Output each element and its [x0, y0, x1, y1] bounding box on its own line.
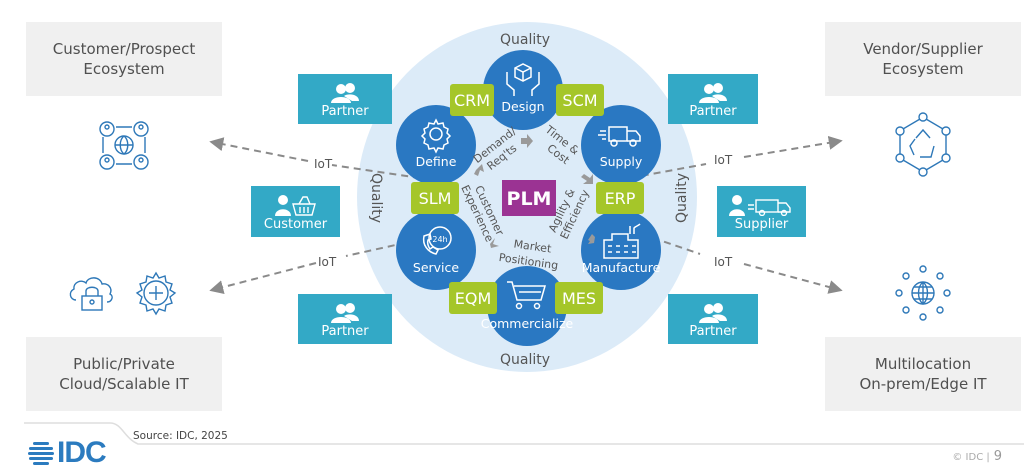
iot-label-top-right: IoT [714, 153, 733, 167]
node-service-label: Service [413, 260, 460, 275]
shopping-cart-icon [507, 281, 546, 310]
cycle-arrow-2 [581, 174, 593, 184]
partner-box-bottom-right: Partner [668, 294, 758, 344]
system-mes: MES [555, 282, 603, 314]
plm-center: PLM [502, 180, 556, 216]
people-icon [699, 303, 727, 323]
24h-text: 24h [432, 235, 447, 244]
supplier-truck-icon [728, 195, 791, 216]
recycle-network-icon [895, 112, 951, 177]
vendor-ecosystem-box: Vendor/Supplier Ecosystem [825, 22, 1021, 96]
supplier-box: Supplier [717, 186, 806, 237]
system-scm: SCM [556, 84, 604, 116]
system-crm: CRM [450, 84, 494, 116]
iot-connections [212, 141, 840, 290]
system-erp: ERP [596, 182, 644, 214]
gear-icon [420, 118, 452, 154]
cycle-arrows [474, 134, 595, 248]
node-supply-label: Supply [600, 154, 643, 169]
cycle-arrow-3 [588, 234, 595, 244]
system-eqm: EQM [449, 282, 497, 314]
cloud-it-box: Public/Private Cloud/Scalable IT [26, 337, 222, 411]
node-commercialize: Commercialize [481, 266, 574, 346]
iot-label-bottom-left: IoT [318, 255, 337, 269]
partner-label: Partner [689, 104, 737, 119]
quality-label-top: Quality [500, 32, 550, 48]
customer-label: Customer [263, 217, 328, 232]
svg-text:MES: MES [562, 289, 596, 308]
customer-basket-icon [274, 195, 316, 216]
supplier-label: Supplier [734, 217, 789, 232]
quality-label-bottom: Quality [500, 352, 550, 368]
svg-text:SCM: SCM [562, 91, 597, 110]
people-icon [331, 83, 359, 103]
factory-icon [603, 223, 641, 259]
24h-phone-icon [422, 226, 452, 255]
node-design-label: Design [501, 99, 544, 114]
quality-label-left: Quality [368, 173, 384, 223]
idc-globe-icon [28, 442, 54, 465]
svg-text:CRM: CRM [454, 91, 490, 110]
svg-text:EQM: EQM [455, 289, 492, 308]
node-manufacture-label: Manufacture [582, 260, 661, 275]
people-icon [699, 83, 727, 103]
cloud-lock-icon [69, 277, 113, 311]
footer-divider [24, 422, 1024, 445]
edge-it-box: Multilocation On-prem/Edge IT [825, 337, 1021, 411]
cycle-arrow-4 [490, 238, 499, 248]
copyright-page: © IDC |9 [952, 449, 1002, 464]
globe-network-icon [895, 265, 951, 321]
quality-label-right: Quality [674, 173, 690, 223]
node-manufacture: Manufacture [581, 210, 661, 290]
partner-box-top-left: Partner [298, 74, 392, 124]
iot-line-top-left [212, 142, 421, 179]
label-market: Market [513, 237, 553, 255]
node-supply: Supply [581, 105, 661, 185]
node-define-label: Define [416, 154, 457, 169]
partner-label: Partner [321, 324, 369, 339]
partner-box-top-right: Partner [668, 74, 758, 124]
idc-logo: IDC [28, 436, 107, 469]
idc-logo-text: IDC [57, 436, 107, 469]
partner-label: Partner [321, 104, 369, 119]
iot-label-bottom-right: IoT [714, 255, 733, 269]
svg-text:SLM: SLM [419, 189, 452, 208]
customer-box: Customer [251, 186, 340, 237]
svg-text:ERP: ERP [605, 189, 636, 208]
source-note: Source: IDC, 2025 [133, 430, 228, 442]
people-icon [331, 303, 359, 323]
svg-text:PLM: PLM [507, 188, 552, 210]
node-design: Design [483, 50, 563, 130]
partner-box-bottom-left: Partner [298, 294, 392, 344]
node-service: 24h Service [396, 210, 476, 290]
customer-ecosystem-box: Customer/Prospect Ecosystem [26, 22, 222, 96]
partner-label: Partner [689, 324, 737, 339]
cycle-arrow-1 [521, 134, 533, 148]
gear-network-icon [135, 271, 177, 316]
copyright-text: © IDC | [952, 452, 990, 463]
hands-box-icon [506, 63, 540, 96]
cycle-arrow-5 [474, 164, 484, 176]
iot-label-top-left: IoT [314, 157, 333, 171]
node-commercialize-label: Commercialize [481, 316, 574, 331]
truck-icon [598, 126, 641, 147]
system-slm: SLM [411, 182, 459, 214]
page-number: 9 [993, 449, 1002, 464]
people-network-globe-icon [99, 121, 149, 170]
node-define: Define [396, 105, 476, 185]
